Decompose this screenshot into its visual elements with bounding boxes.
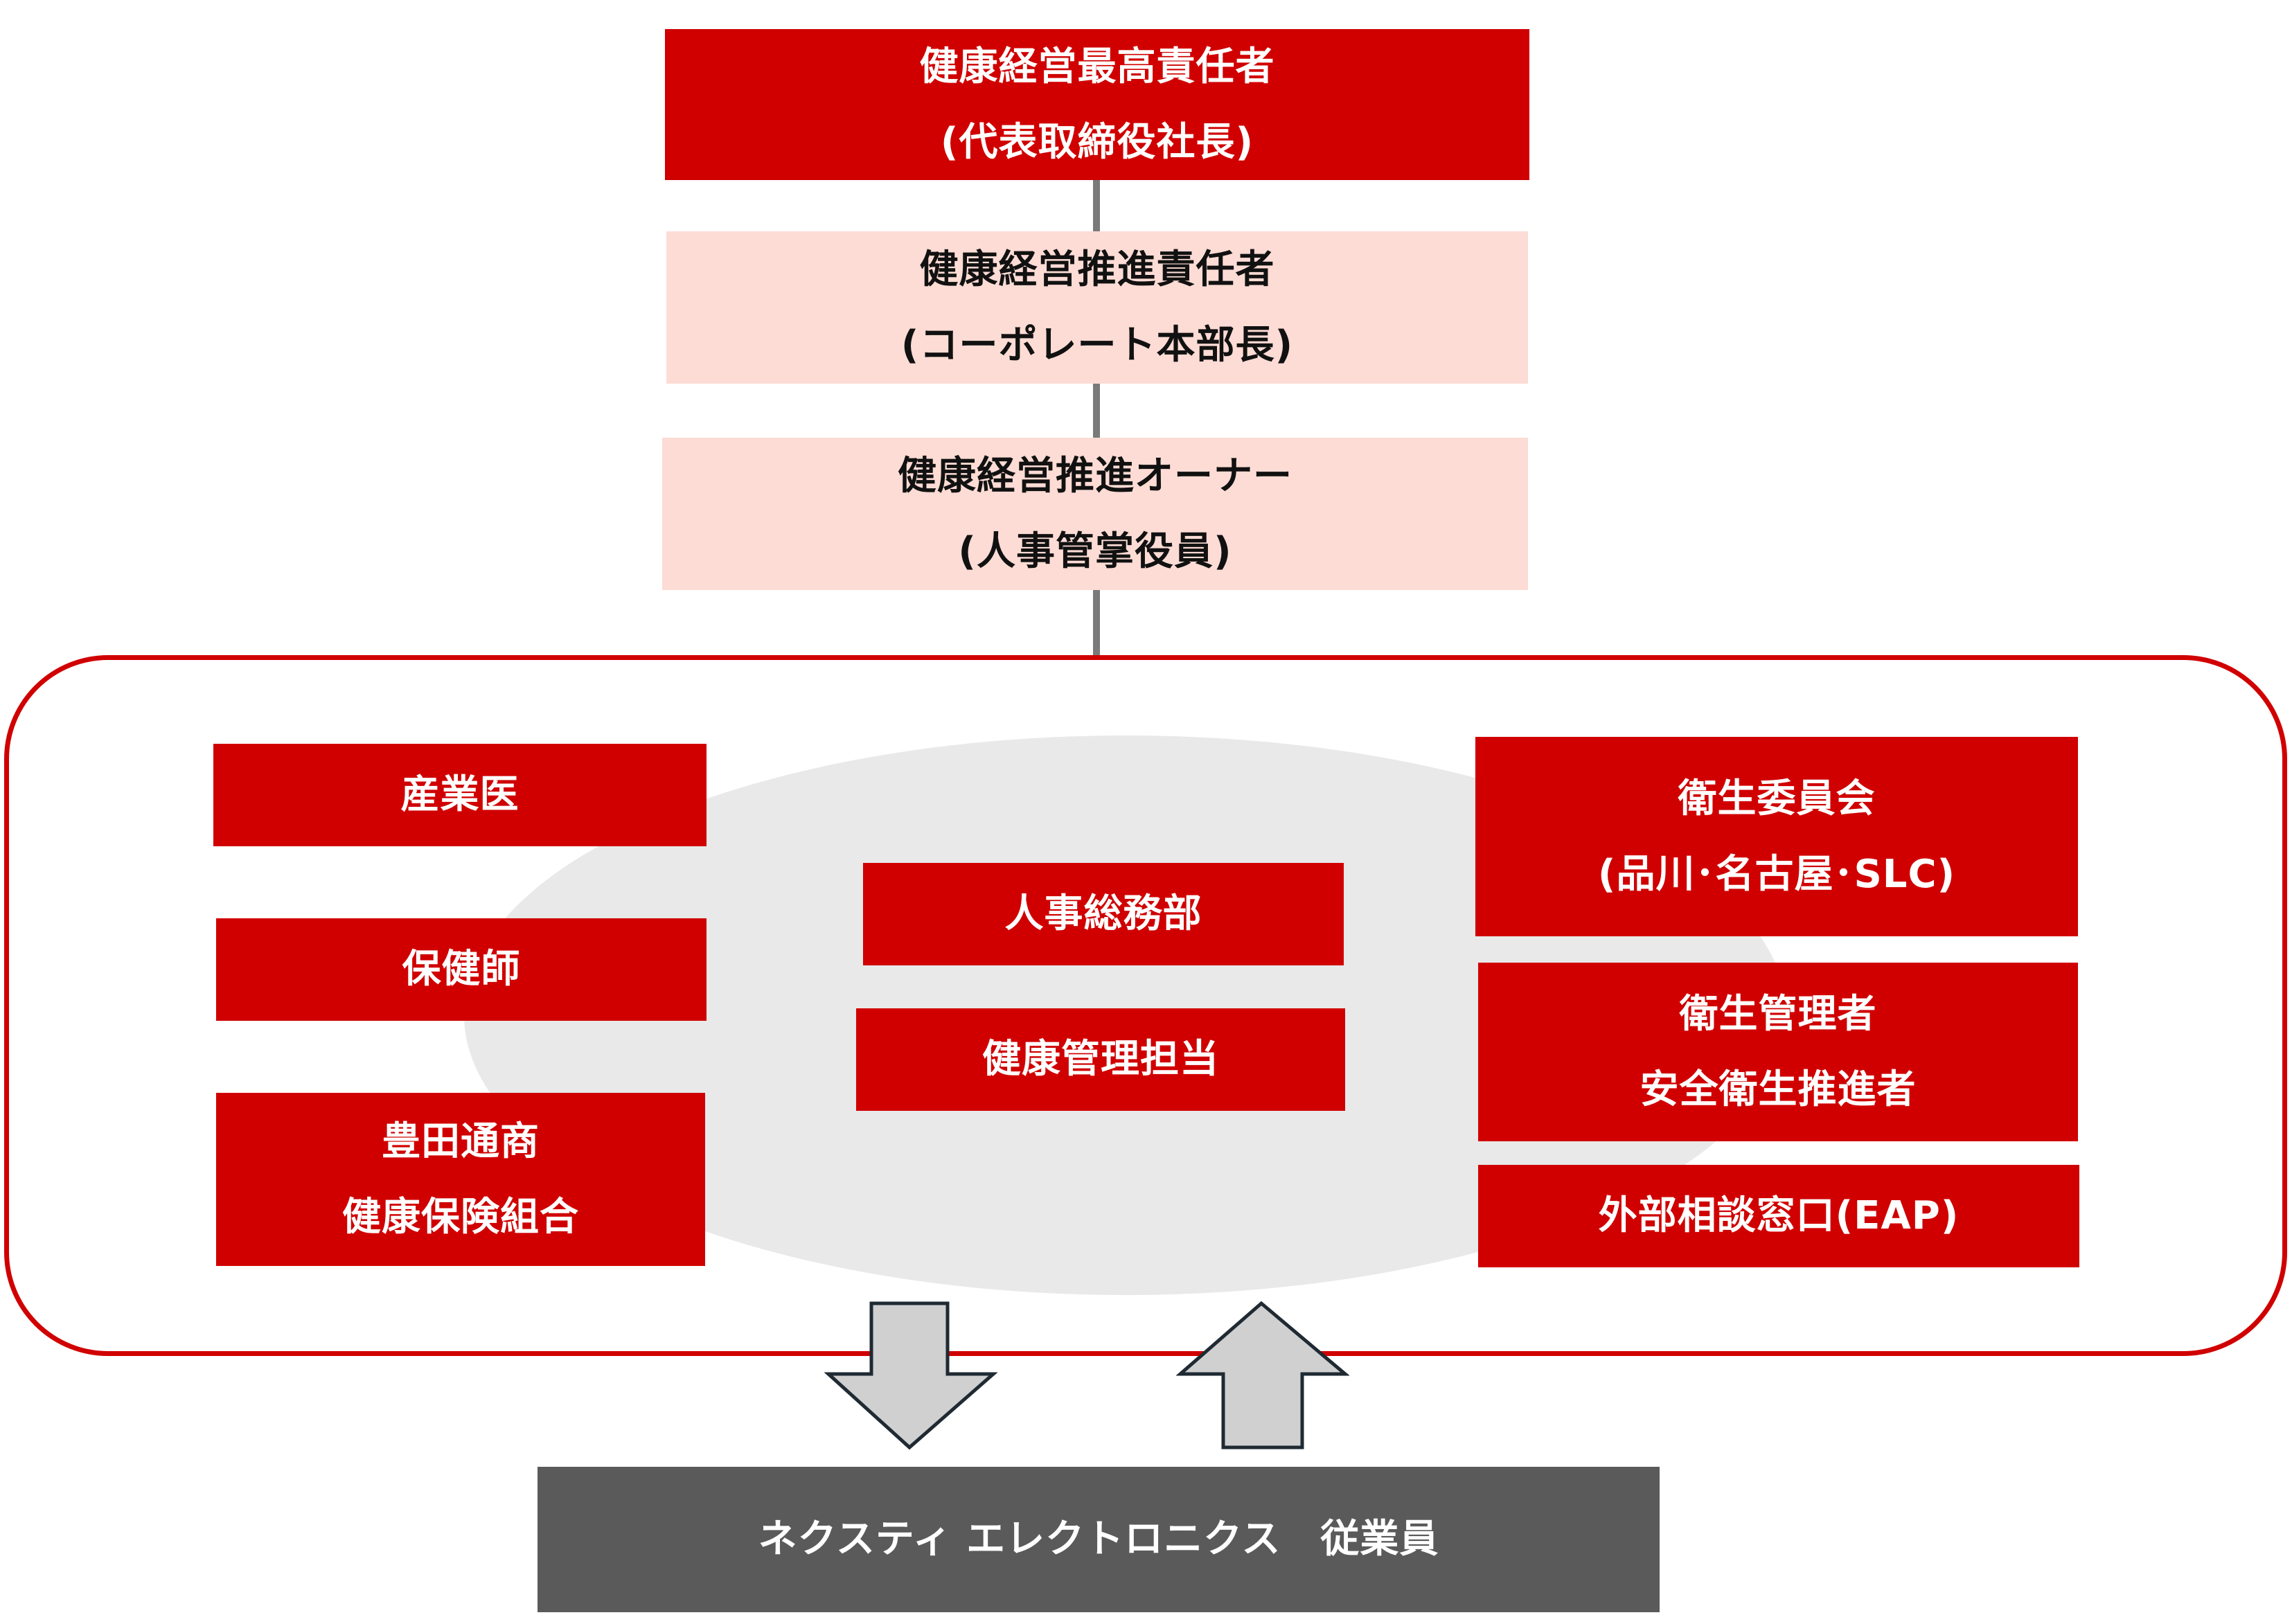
external-consultation-label: 外部相談窓口(EAP) [1598, 1193, 1960, 1239]
health-promotion-owner-box: 健康経営推進オーナー (人事管掌役員) [662, 438, 1528, 590]
connector-top-second [1093, 179, 1100, 234]
hr-general-affairs-box: 人事総務部 [863, 863, 1344, 965]
health-promotion-owner-title: 健康経営推進オーナー [898, 453, 1292, 499]
external-consultation-box: 外部相談窓口(EAP) [1478, 1165, 2079, 1267]
health-promotion-manager-box: 健康経営推進責任者 (コーポレート本部長) [666, 231, 1528, 384]
health-management-scope [4, 655, 2287, 1356]
health-supervisor-line2: 安全衛生推進者 [1640, 1067, 1917, 1112]
health-committee-line2: (品川･名古屋･SLC) [1597, 852, 1956, 897]
employees-box: ネクスティ エレクトロニクス 従業員 [538, 1467, 1660, 1612]
up-arrow-icon [1176, 1301, 1349, 1449]
health-committee-line1: 衛生委員会 [1678, 776, 1876, 821]
health-insurance-union-box: 豊田通商 健康保険組合 [216, 1093, 705, 1266]
health-promotion-owner-role: (人事管掌役員) [958, 529, 1232, 574]
health-committee-box: 衛生委員会 (品川･名古屋･SLC) [1475, 737, 2078, 936]
health-insurance-union-line1: 豊田通商 [382, 1118, 540, 1164]
health-management-staff-box: 健康管理担当 [856, 1008, 1345, 1111]
public-health-nurse-label: 保健師 [402, 947, 521, 992]
connector-third-scope [1093, 590, 1100, 658]
chief-health-officer-box: 健康経営最高責任者 (代表取締役社長) [665, 29, 1529, 180]
health-promotion-manager-role: (コーポレート本部長) [900, 323, 1294, 368]
public-health-nurse-box: 保健師 [216, 918, 707, 1021]
chief-health-officer-title: 健康経営最高責任者 [919, 44, 1275, 89]
down-arrow-icon [824, 1301, 997, 1450]
chief-health-officer-role: (代表取締役社長) [940, 120, 1254, 165]
health-promotion-manager-title: 健康経営推進責任者 [919, 247, 1275, 292]
industrial-physician-label: 産業医 [400, 772, 519, 818]
health-insurance-union-line2: 健康保険組合 [342, 1195, 579, 1240]
industrial-physician-box: 産業医 [213, 744, 707, 846]
health-management-staff-label: 健康管理担当 [982, 1037, 1219, 1082]
hr-general-affairs-label: 人事総務部 [1004, 891, 1202, 937]
employees-label: ネクスティ エレクトロニクス 従業員 [758, 1517, 1439, 1562]
connector-second-third [1093, 382, 1100, 438]
health-supervisor-box: 衛生管理者 安全衛生推進者 [1478, 963, 2078, 1141]
health-supervisor-line1: 衛生管理者 [1679, 991, 1877, 1037]
